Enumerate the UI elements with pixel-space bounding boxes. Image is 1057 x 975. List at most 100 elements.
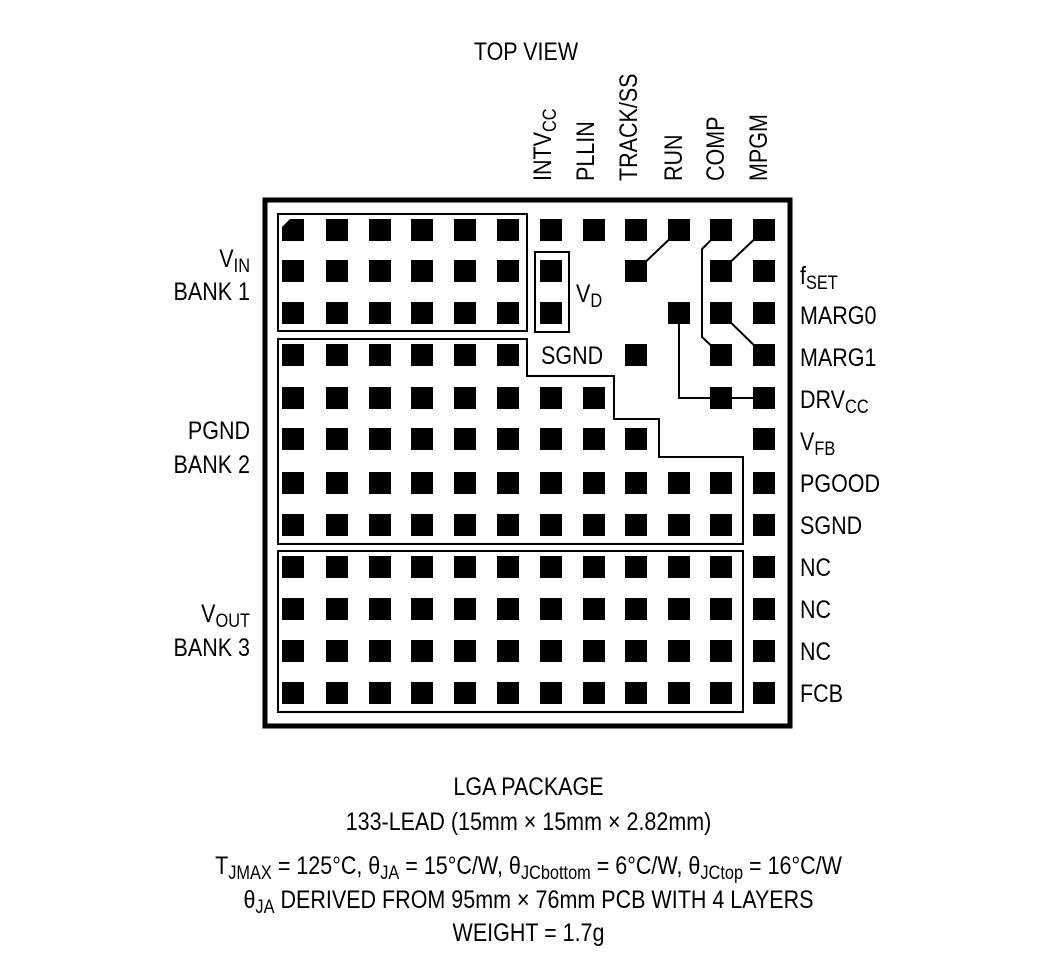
lga-pad — [625, 598, 647, 620]
lga-pad — [668, 682, 690, 704]
package-outline — [262, 197, 793, 729]
lga-pad — [454, 472, 476, 494]
right-pin-label: MARG0 — [800, 302, 877, 330]
lga-pad — [369, 302, 391, 324]
lga-pad — [583, 640, 605, 662]
lga-pad — [326, 219, 348, 241]
lga-pad — [625, 514, 647, 536]
lga-pad — [497, 387, 519, 409]
lga-pad — [326, 260, 348, 282]
thermal-specs: TJMAX = 125°C, θJA = 15°C/W, θJCbottom =… — [215, 852, 842, 884]
lga-pad — [625, 556, 647, 578]
lga-pad — [668, 302, 690, 324]
lga-pad — [540, 598, 562, 620]
lga-pad — [497, 260, 519, 282]
lga-pad — [326, 472, 348, 494]
lga-pad — [454, 598, 476, 620]
lga-pad — [369, 428, 391, 450]
lga-pad — [540, 640, 562, 662]
lga-pad — [497, 428, 519, 450]
lga-pad — [369, 556, 391, 578]
pgnd-bank-number: BANK 2 — [173, 451, 250, 479]
lga-pad — [583, 472, 605, 494]
right-pin-label: VFB — [800, 428, 836, 460]
right-pin-label: DRVCC — [800, 386, 869, 418]
lga-pad — [583, 556, 605, 578]
lga-pad — [282, 556, 304, 578]
lga-pad — [454, 344, 476, 366]
lga-pad — [282, 428, 304, 450]
lga-pad — [625, 428, 647, 450]
lga-pad — [540, 514, 562, 536]
top-pin-label: INTVCC — [529, 108, 561, 181]
lga-pad — [753, 472, 775, 494]
lga-pad — [326, 682, 348, 704]
lga-pad — [540, 472, 562, 494]
pin-traces — [635, 229, 765, 399]
lga-pad — [753, 219, 775, 241]
top-pin-label: TRACK/SS — [615, 73, 643, 181]
lga-pad — [369, 472, 391, 494]
right-pin-label: NC — [800, 596, 832, 624]
vin-bank-number: BANK 1 — [173, 278, 250, 306]
lga-pad — [411, 598, 433, 620]
lga-pad — [326, 598, 348, 620]
lga-pad — [710, 260, 732, 282]
lga-pad — [326, 514, 348, 536]
lga-pad — [282, 260, 304, 282]
lga-pad — [454, 428, 476, 450]
lga-pad — [668, 556, 690, 578]
right-pin-label: PGOOD — [800, 470, 881, 498]
right-pin-label: SGND — [800, 512, 863, 540]
lga-pad — [411, 472, 433, 494]
lga-pad — [583, 219, 605, 241]
lga-pad — [282, 344, 304, 366]
lga-pad — [497, 598, 519, 620]
lga-pad — [540, 387, 562, 409]
lga-pad — [710, 344, 732, 366]
lga-pad — [411, 344, 433, 366]
lga-pad — [326, 640, 348, 662]
top-pin-label: PLLIN — [572, 121, 600, 181]
lga-pad — [282, 514, 304, 536]
lga-pad — [625, 219, 647, 241]
lga-pad — [369, 514, 391, 536]
lga-pad — [326, 556, 348, 578]
vd-label: VD — [576, 280, 603, 312]
lga-pad — [497, 472, 519, 494]
lga-pad — [326, 387, 348, 409]
lga-pad — [411, 428, 433, 450]
lga-pad — [540, 260, 562, 282]
lga-pad — [710, 598, 732, 620]
lga-pad — [710, 514, 732, 536]
lga-pad — [411, 219, 433, 241]
lga-pad — [497, 556, 519, 578]
lga-pad — [369, 640, 391, 662]
lga-pad — [497, 640, 519, 662]
trace-run-drvcc — [678, 313, 764, 399]
lga-pad — [583, 598, 605, 620]
lga-pad — [282, 682, 304, 704]
lga-pad — [369, 682, 391, 704]
lga-pad — [668, 640, 690, 662]
lga-pad — [411, 387, 433, 409]
lga-pad — [753, 387, 775, 409]
lga-pad — [753, 260, 775, 282]
vout-bank-outline — [277, 550, 744, 713]
right-pin-label: MARG1 — [800, 344, 877, 372]
lga-pad — [710, 387, 732, 409]
lga-pad — [454, 219, 476, 241]
lga-pad — [668, 219, 690, 241]
lga-pad — [583, 387, 605, 409]
vin-bank-label: VIN — [219, 245, 250, 277]
thermal-derivation: θJA DERIVED FROM 95mm × 76mm PCB WITH 4 … — [243, 886, 814, 918]
lga-pad — [540, 556, 562, 578]
package-name: LGA PACKAGE — [453, 773, 604, 801]
lga-pad — [497, 219, 519, 241]
pgnd-bank-label: PGND — [187, 417, 250, 445]
lga-pad — [282, 598, 304, 620]
lga-pad — [753, 598, 775, 620]
lga-pad — [326, 302, 348, 324]
pin-a1-pad — [282, 219, 304, 241]
